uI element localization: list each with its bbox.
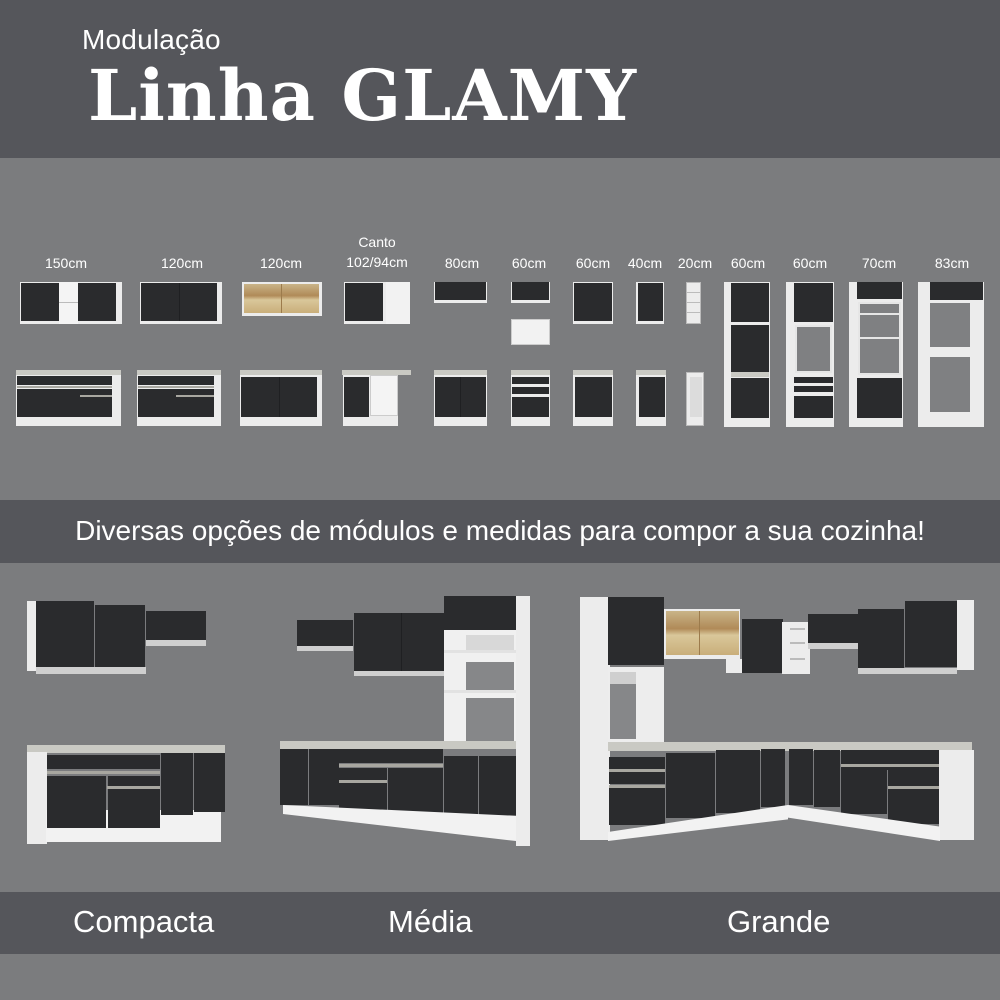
- module-label: 60cm: [575, 255, 611, 271]
- tagline-band: Diversas opções de módulos e medidas par…: [0, 500, 1000, 563]
- module-label: 150cm: [44, 255, 88, 271]
- module-label: 60cm: [730, 255, 766, 271]
- layout-label-grande: Grande: [727, 904, 831, 939]
- module-label-line1: Canto: [358, 234, 396, 250]
- header-band: Modulação Linha GLAMY: [0, 0, 1000, 158]
- header-title: Linha GLAMY: [88, 54, 638, 137]
- module-label: 120cm: [160, 255, 204, 271]
- module-label: 60cm: [792, 255, 828, 271]
- module-label: 40cm: [627, 255, 663, 271]
- module-label: 20cm: [677, 255, 713, 271]
- module-label: 83cm: [934, 255, 970, 271]
- tagline-text: Diversas opções de módulos e medidas par…: [75, 515, 925, 546]
- header-subtitle: Modulação: [82, 24, 221, 55]
- module-label-canto: Canto 102/94cm: [346, 234, 407, 271]
- module-label: 60cm: [511, 255, 547, 271]
- module-label: 70cm: [861, 255, 897, 271]
- layout-label-compacta: Compacta: [73, 904, 215, 939]
- module-label: 80cm: [444, 255, 480, 271]
- layout-label-media: Média: [388, 904, 473, 939]
- module-label: 120cm: [259, 255, 303, 271]
- layout-labels-band: Compacta Média Grande: [0, 892, 1000, 954]
- module-label-line2: 102/94cm: [346, 254, 408, 270]
